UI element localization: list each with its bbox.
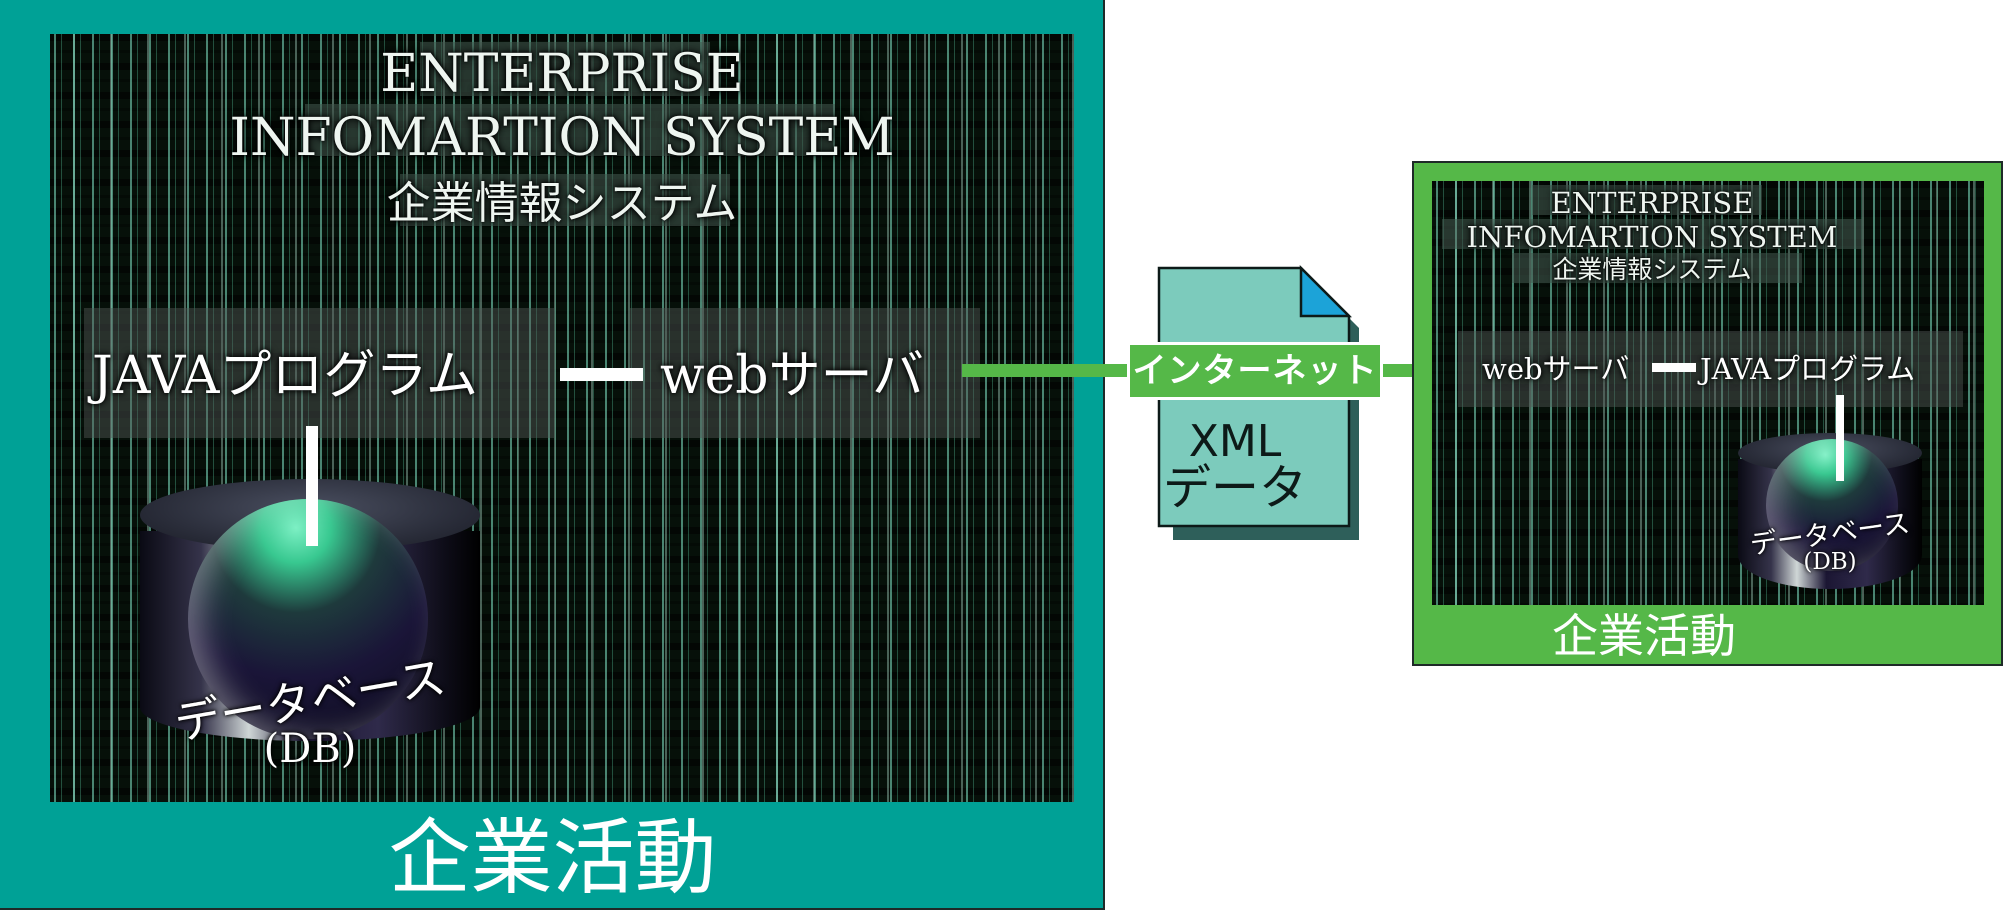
title-line-1: ENTERPRISE <box>1550 186 1754 220</box>
document-folded-corner <box>1299 264 1353 318</box>
java-db-connector <box>1836 395 1844 481</box>
title-band <box>305 104 835 156</box>
web-server-label: webサーバ <box>660 346 925 406</box>
web-java-connector <box>1652 363 1696 372</box>
title-band <box>1442 219 1862 249</box>
java-web-connector <box>560 368 643 381</box>
database-abbrev: (DB) <box>1803 549 1857 575</box>
system-title: ENTERPRISE INFOMARTION SYSTEM 企業情報システム <box>50 34 1074 234</box>
title-line-2: INFOMARTION SYSTEM <box>229 108 895 168</box>
title-line-1: ENTERPRISE <box>380 44 744 104</box>
db-sphere <box>1766 439 1898 571</box>
activity-label: 企業活動 <box>388 811 717 906</box>
java-program-label: JAVAプログラム <box>1700 352 1916 386</box>
title-line-2: INFOMARTION SYSTEM <box>1466 220 1838 254</box>
xml-label: XML <box>1188 416 1282 467</box>
activity-label: 企業活動 <box>1552 609 1736 663</box>
java-db-connector <box>306 426 318 546</box>
matrix-background: ENTERPRISE INFOMARTION SYSTEM 企業情報システム J… <box>50 34 1074 802</box>
left-system-panel: ENTERPRISE INFOMARTION SYSTEM 企業情報システム J… <box>0 0 1105 910</box>
system-title: ENTERPRISE INFOMARTION SYSTEM 企業情報システム <box>1432 181 1872 291</box>
internet-label: インターネット <box>1132 351 1378 391</box>
label-band <box>84 308 554 438</box>
title-band <box>1512 253 1802 283</box>
title-band <box>1532 185 1762 215</box>
label-band <box>630 308 980 438</box>
database-cylinder: データベース (DB) <box>140 479 480 769</box>
data-label: データ <box>1162 460 1307 516</box>
web-server-label: webサーバ <box>1482 352 1630 386</box>
title-line-3: 企業情報システム <box>1552 255 1752 284</box>
title-line-3: 企業情報システム <box>386 178 738 229</box>
right-system-panel: ENTERPRISE INFOMARTION SYSTEM 企業情報システム w… <box>1412 161 2003 666</box>
database-cylinder: データベース (DB) <box>1738 433 1922 589</box>
label-band <box>1458 331 1963 407</box>
title-band <box>420 42 710 96</box>
internet-label-box: インターネット <box>1127 342 1383 400</box>
title-band <box>400 174 730 226</box>
java-program-label: JAVAプログラム <box>92 346 478 406</box>
matrix-background: ENTERPRISE INFOMARTION SYSTEM 企業情報システム w… <box>1432 181 1984 605</box>
database-abbrev: (DB) <box>263 726 357 772</box>
